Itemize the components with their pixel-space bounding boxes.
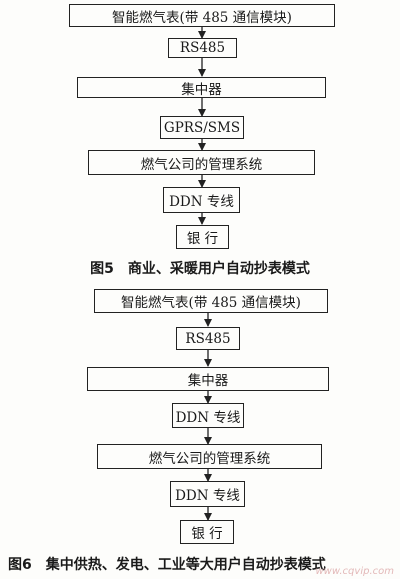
f5-concentrator-box: 集中器: [77, 77, 326, 98]
f5-gprs-sms-box: GPRS/SMS: [160, 116, 244, 139]
f5-gas-company-mgmt-box: 燃气公司的管理系统: [88, 150, 315, 175]
f6-bank-box: 银 行: [180, 520, 234, 544]
watermark: www.cqvip.com: [315, 566, 394, 577]
f6-ddn-line-box: DDN 专线: [172, 403, 244, 428]
f5-smart-gas-meter-box: 智能燃气表(带 485 通信模块): [69, 4, 335, 27]
f6-ddn-line-box-2: DDN 专线: [170, 481, 245, 507]
f6-rs485-box: RS485: [176, 327, 240, 350]
figure5-caption: 图5 商业、采暖用户自动抄表模式: [90, 261, 310, 277]
f5-bank-box: 银 行: [176, 225, 229, 249]
f6-gas-company-mgmt-box: 燃气公司的管理系统: [97, 444, 322, 469]
f5-rs485-box: RS485: [168, 38, 237, 58]
f6-smart-gas-meter-box: 智能燃气表(带 485 通信模块): [94, 289, 328, 313]
f6-concentrator-box: 集中器: [87, 367, 329, 391]
f5-ddn-line-box: DDN 专线: [163, 187, 240, 213]
figure6-caption: 图6 集中供热、发电、工业等大用户自动抄表模式: [8, 557, 326, 573]
